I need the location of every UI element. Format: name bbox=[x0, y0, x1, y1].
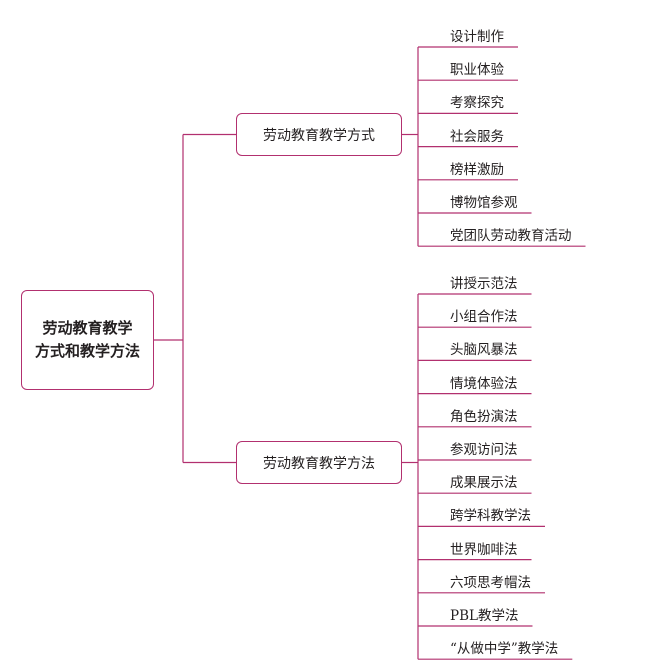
leaf-label: 职业体验 bbox=[450, 62, 504, 79]
leaf-label: 设计制作 bbox=[450, 29, 504, 45]
branch-node-teaching-methods: 劳动教育教学方法 bbox=[236, 441, 402, 484]
branch-label: 劳动教育教学方法 bbox=[263, 455, 375, 472]
leaf-label: 头脑风暴法 bbox=[450, 342, 518, 359]
leaf-label: 党团队劳动教育活动 bbox=[450, 228, 572, 245]
branch-node-teaching-modes: 劳动教育教学方式 bbox=[236, 113, 402, 156]
leaf-label: PBL教学法 bbox=[450, 608, 519, 624]
leaf-label: 小组合作法 bbox=[450, 309, 518, 326]
branch-label: 劳动教育教学方式 bbox=[263, 127, 375, 144]
leaf-label: 成果展示法 bbox=[450, 475, 518, 492]
leaf-label: 世界咖啡法 bbox=[450, 541, 518, 558]
leaf-label: 讲授示范法 bbox=[450, 276, 518, 292]
leaf-label: 考察探究 bbox=[450, 95, 504, 112]
leaf-label: 榜样激励 bbox=[450, 161, 504, 178]
leaf-label: 情境体验法 bbox=[450, 375, 518, 392]
leaf-label: “从做中学”教学法 bbox=[450, 641, 559, 658]
root-node: 劳动教育教学 方式和教学方法 bbox=[21, 290, 154, 390]
leaf-label: 角色扮演法 bbox=[450, 408, 518, 425]
leaf-label: 六项思考帽法 bbox=[450, 574, 531, 591]
root-label: 劳动教育教学 方式和教学方法 bbox=[34, 319, 140, 360]
leaf-label: 跨学科教学法 bbox=[450, 508, 531, 525]
leaf-label: 博物馆参观 bbox=[450, 195, 518, 211]
leaf-label: 参观访问法 bbox=[450, 442, 518, 458]
leaf-label: 社会服务 bbox=[450, 128, 504, 145]
